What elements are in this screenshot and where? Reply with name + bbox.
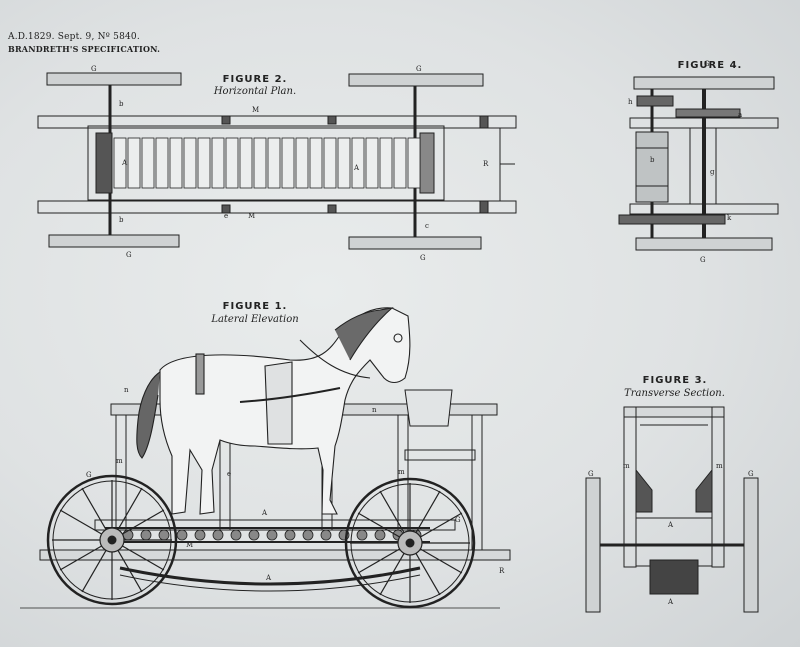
label-k-1: k: [727, 214, 732, 222]
patent-specification: BRANDRETH'S SPECIFICATION.: [8, 44, 161, 54]
label-a-4: A: [265, 574, 272, 582]
label-e-2: e: [227, 470, 231, 478]
label-g-lower-1: g: [710, 168, 715, 176]
section-wheel-left: [585, 477, 601, 613]
feed-trough: [404, 389, 453, 427]
figure-3-subtitle: Transverse Section.: [624, 388, 725, 399]
label-n-1: n: [124, 386, 129, 394]
label-g-4: G: [420, 254, 426, 262]
plan-rail-bottom: [37, 200, 517, 214]
label-g-8: G: [455, 516, 461, 524]
label-r-2: R: [499, 567, 505, 575]
figure-1-subtitle: Lateral Elevation: [211, 314, 299, 325]
plan-wheel-top-left: [46, 72, 182, 86]
section-wheel-right: [743, 477, 759, 613]
label-a-5: A: [667, 521, 674, 529]
section-drum: [649, 559, 699, 595]
label-a-2: A: [353, 164, 360, 172]
figure-2-title: FIGURE 2.: [222, 74, 288, 85]
figure-4-title: FIGURE 4.: [677, 60, 743, 71]
label-g-3: G: [126, 251, 132, 259]
label-g-7: G: [86, 471, 92, 479]
fig4-gear-top: [636, 95, 674, 107]
label-e-1: e: [224, 212, 228, 220]
plan-rail-top: [37, 115, 517, 129]
label-b-3: b: [650, 156, 655, 164]
plan-wheel-bottom-right: [348, 236, 482, 250]
figure-1-elevation: [20, 307, 511, 609]
treadmill-chain: [104, 529, 422, 541]
plan-drum-right: [419, 132, 435, 194]
label-g-10: G: [748, 470, 754, 478]
label-g-1: G: [91, 65, 97, 73]
label-g-6: G: [700, 256, 706, 264]
horse-illustration: [136, 307, 411, 515]
patent-date: A.D.1829. Sept. 9, Nº 5840.: [8, 32, 140, 42]
label-m-lower-3: m: [623, 462, 630, 470]
label-n-2: n: [372, 406, 377, 414]
label-g-2: G: [416, 65, 422, 73]
plan-wheel-bottom-left: [48, 234, 180, 248]
figure-3-title: FIGURE 3.: [642, 375, 708, 386]
label-h-1: h: [628, 98, 633, 106]
figure-2-subtitle: Horizontal Plan.: [213, 86, 297, 97]
label-c-1: c: [425, 222, 429, 230]
label-g-9: G: [588, 470, 594, 478]
label-a-3: A: [261, 509, 268, 517]
label-a-6: A: [667, 598, 674, 606]
label-m-3: M: [186, 541, 193, 549]
figure-4: [618, 76, 779, 251]
plan-drum-left: [95, 132, 113, 194]
label-m-1: M: [252, 106, 259, 114]
label-g-5: G: [704, 60, 710, 68]
plan-wheel-top-right: [348, 73, 484, 87]
plan-tread-slats: [113, 137, 421, 189]
fig4-gear-bottom: [618, 214, 726, 225]
label-m-lower-2: m: [398, 468, 405, 476]
label-a-1: A: [121, 159, 128, 167]
label-b-1: b: [119, 100, 124, 108]
label-r-1: R: [483, 160, 489, 168]
elevation-wheel-left: [46, 474, 178, 606]
fig4-drum: [635, 131, 669, 203]
figure-3-section: [585, 406, 759, 613]
reference-letters: G G G G b b c M M A A R e G G h a b g k …: [86, 60, 754, 606]
label-m-lower-1: m: [116, 457, 123, 465]
label-a-lower-1: a: [738, 111, 742, 119]
elevation-wheel-right: [344, 477, 476, 609]
plan-frame: [87, 125, 445, 201]
label-m-lower-4: m: [716, 462, 723, 470]
figure-2-plan: [37, 72, 517, 250]
figure-1-title: FIGURE 1.: [222, 301, 288, 312]
label-m-2: M: [248, 212, 255, 220]
label-b-2: b: [119, 216, 124, 224]
